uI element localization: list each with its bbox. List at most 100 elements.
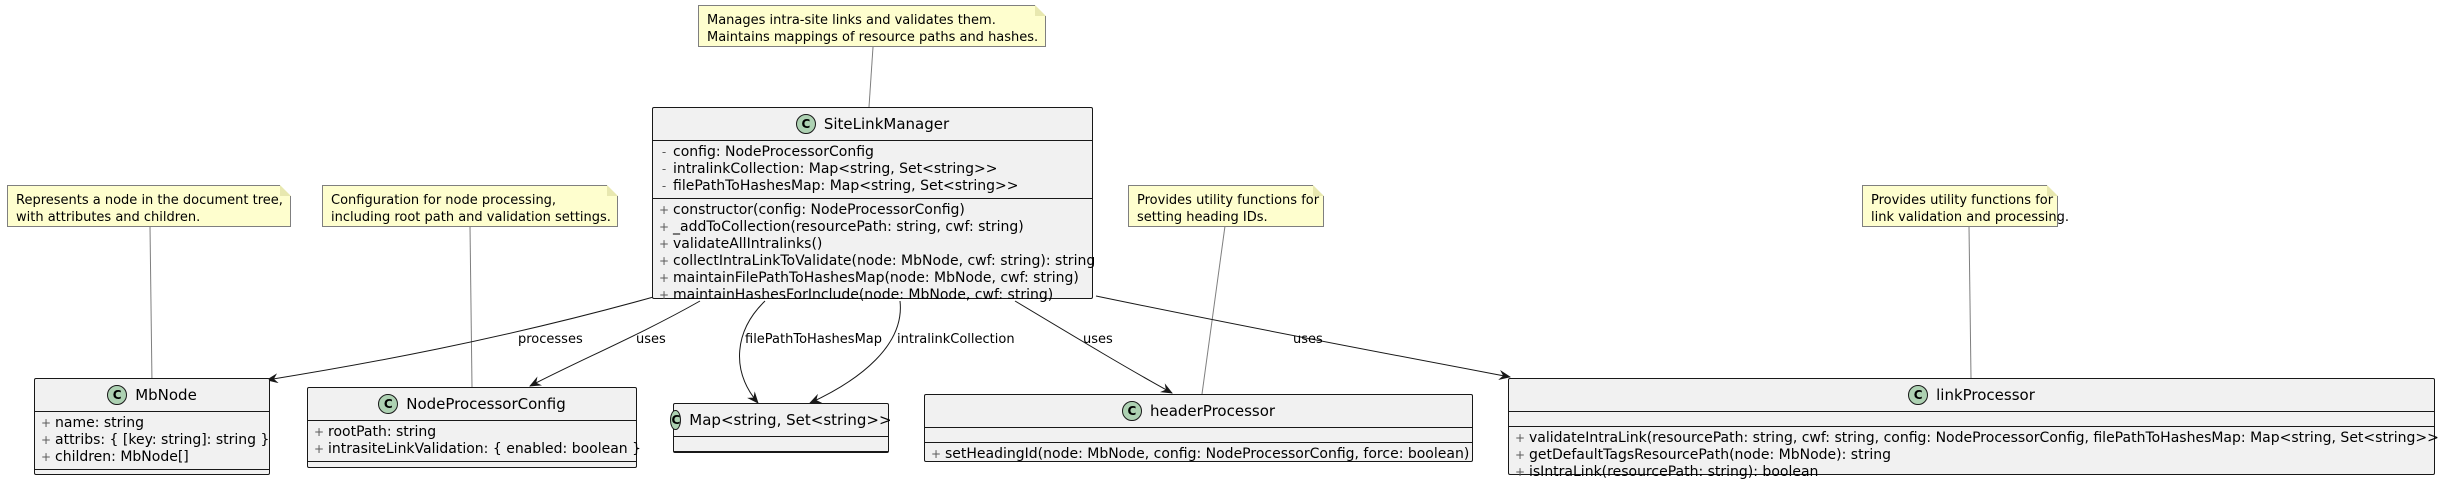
visibility-icon: + — [659, 254, 670, 268]
class-badge-icon: C — [1121, 401, 1142, 421]
member-text: config: NodeProcessorConfig — [673, 144, 874, 160]
class-site-link-manager: C SiteLinkManager -config: NodeProcessor… — [652, 107, 1095, 303]
visibility-icon: + — [41, 416, 52, 430]
note-line: setting heading IDs. — [1137, 210, 1268, 225]
edge-label-uses-link: uses — [1293, 332, 1323, 347]
member-text: maintainHashesForInclude(node: MbNode, c… — [673, 287, 1054, 303]
class-fields — [674, 437, 888, 452]
class-badge-icon: C — [378, 394, 399, 414]
class-method: +validateIntraLink(resourcePath: string,… — [1515, 430, 2440, 447]
member-text: children: MbNode[] — [55, 449, 189, 465]
member-text: _addToCollection(resourcePath: string, c… — [673, 219, 1024, 235]
note-fold — [280, 185, 291, 196]
note-line: including root path and validation setti… — [331, 210, 611, 225]
edge-uses-link — [1095, 295, 1511, 380]
class-methods — [35, 470, 269, 484]
class-fields: -config: NodeProcessorConfig -intralinkC… — [653, 141, 1092, 199]
class-header: C headerProcessor — [925, 395, 1472, 428]
member-text: attribs: { [key: string]: string } — [55, 432, 270, 448]
member-text: maintainFilePathToHashesMap(node: MbNode… — [673, 270, 1079, 286]
visibility-icon: + — [314, 425, 325, 439]
class-methods: +constructor(config: NodeProcessorConfig… — [653, 199, 1096, 307]
member-text: constructor(config: NodeProcessorConfig) — [673, 202, 965, 218]
visibility-icon: - — [661, 145, 667, 159]
class-method: +isIntraLink(resourcePath: string): bool… — [1515, 464, 2434, 481]
class-header: C Map<string, Set<string>> — [670, 404, 892, 437]
class-name: linkProcessor — [1936, 386, 2035, 404]
note-line: Provides utility functions for — [1871, 193, 2054, 208]
class-mb-node: C MbNode +name: string +attribs: { [key:… — [34, 378, 270, 475]
class-method: +maintainFilePathToHashesMap(node: MbNod… — [659, 270, 1092, 287]
note-line: Represents a node in the document tree, — [16, 193, 283, 208]
note-fold — [1313, 185, 1324, 196]
visibility-icon: + — [931, 447, 942, 461]
member-text: name: string — [55, 415, 145, 431]
class-field: +intrasiteLinkValidation: { enabled: boo… — [314, 441, 641, 458]
class-name: SiteLinkManager — [823, 115, 950, 133]
class-methods — [308, 462, 636, 476]
member-text: intrasiteLinkValidation: { enabled: bool… — [328, 441, 642, 457]
class-map-type: C Map<string, Set<string>> — [670, 403, 892, 453]
note-connector-node-processor-config — [469, 225, 473, 388]
visibility-icon: + — [41, 450, 52, 464]
note-fold — [2047, 185, 2058, 196]
note-connector-site-link-manager — [868, 46, 874, 108]
class-name: headerProcessor — [1149, 402, 1276, 420]
class-badge-icon: C — [670, 410, 682, 430]
note-line: Provides utility functions for — [1137, 193, 1320, 208]
class-field: +rootPath: string — [314, 424, 636, 441]
member-text: getDefaultTagsResourcePath(node: MbNode)… — [1529, 447, 1891, 463]
note-node-processor-config: Configuration for node processing, inclu… — [322, 185, 618, 227]
visibility-icon: + — [659, 271, 670, 285]
visibility-icon: + — [1515, 431, 1526, 445]
note-link-processor: Provides utility functions for link vali… — [1862, 185, 2069, 227]
class-link-processor: C linkProcessor +validateIntraLink(resou… — [1508, 378, 2440, 480]
visibility-icon: + — [659, 220, 670, 234]
class-badge-icon: C — [1908, 385, 1929, 405]
edge-uses-config — [529, 300, 701, 387]
class-method: +constructor(config: NodeProcessorConfig… — [659, 202, 1092, 219]
member-text: isIntraLink(resourcePath: string): boole… — [1529, 464, 1819, 480]
class-methods — [674, 452, 888, 466]
class-node-processor-config: C NodeProcessorConfig +rootPath: string … — [307, 387, 641, 468]
note-connector-link-processor — [1968, 225, 1972, 379]
note-fold — [1035, 5, 1046, 16]
visibility-icon: + — [41, 433, 52, 447]
note-fold — [607, 185, 618, 196]
member-text: setHeadingId(node: MbNode, config: NodeP… — [945, 446, 1470, 462]
class-method: +collectIntraLinkToValidate(node: MbNode… — [659, 253, 1096, 270]
class-methods: +validateIntraLink(resourcePath: string,… — [1509, 427, 2440, 484]
edge-label-processes: processes — [518, 332, 583, 347]
class-method: +getDefaultTagsResourcePath(node: MbNode… — [1515, 447, 2434, 464]
class-name: NodeProcessorConfig — [406, 395, 566, 413]
note-site-link-manager: Manages intra-site links and validates t… — [698, 5, 1046, 47]
class-header: C linkProcessor — [1509, 379, 2434, 412]
member-text: collectIntraLinkToValidate(node: MbNode,… — [673, 253, 1096, 269]
member-text: intralinkCollection: Map<string, Set<str… — [673, 161, 998, 177]
class-badge-icon: C — [795, 114, 816, 134]
class-field: +name: string — [41, 415, 269, 432]
class-method: +_addToCollection(resourcePath: string, … — [659, 219, 1092, 236]
class-header: C MbNode — [35, 379, 269, 412]
class-methods: +setHeadingId(node: MbNode, config: Node… — [925, 443, 1472, 466]
class-fields: +name: string +attribs: { [key: string]:… — [35, 412, 269, 470]
edge-label-file-path-to-hashes-map: filePathToHashesMap — [745, 332, 883, 347]
edge-label-uses-header: uses — [1083, 332, 1113, 347]
class-fields — [1509, 412, 2434, 427]
visibility-icon: - — [661, 162, 667, 176]
member-text: rootPath: string — [328, 424, 437, 440]
class-name: MbNode — [135, 386, 197, 404]
visibility-icon: - — [661, 179, 667, 193]
note-mb-node: Represents a node in the document tree, … — [7, 185, 291, 227]
class-name: Map<string, Set<string>> — [689, 411, 892, 429]
class-field: -config: NodeProcessorConfig — [659, 144, 1092, 161]
edge-uses-header — [1014, 300, 1173, 394]
class-fields — [925, 428, 1472, 443]
class-header: C NodeProcessorConfig — [308, 388, 636, 421]
class-field: +children: MbNode[] — [41, 449, 269, 466]
edge-intralink-collection — [809, 300, 901, 404]
visibility-icon: + — [659, 237, 670, 251]
class-fields: +rootPath: string +intrasiteLinkValidati… — [308, 421, 641, 462]
class-method: +validateAllIntralinks() — [659, 236, 1092, 253]
